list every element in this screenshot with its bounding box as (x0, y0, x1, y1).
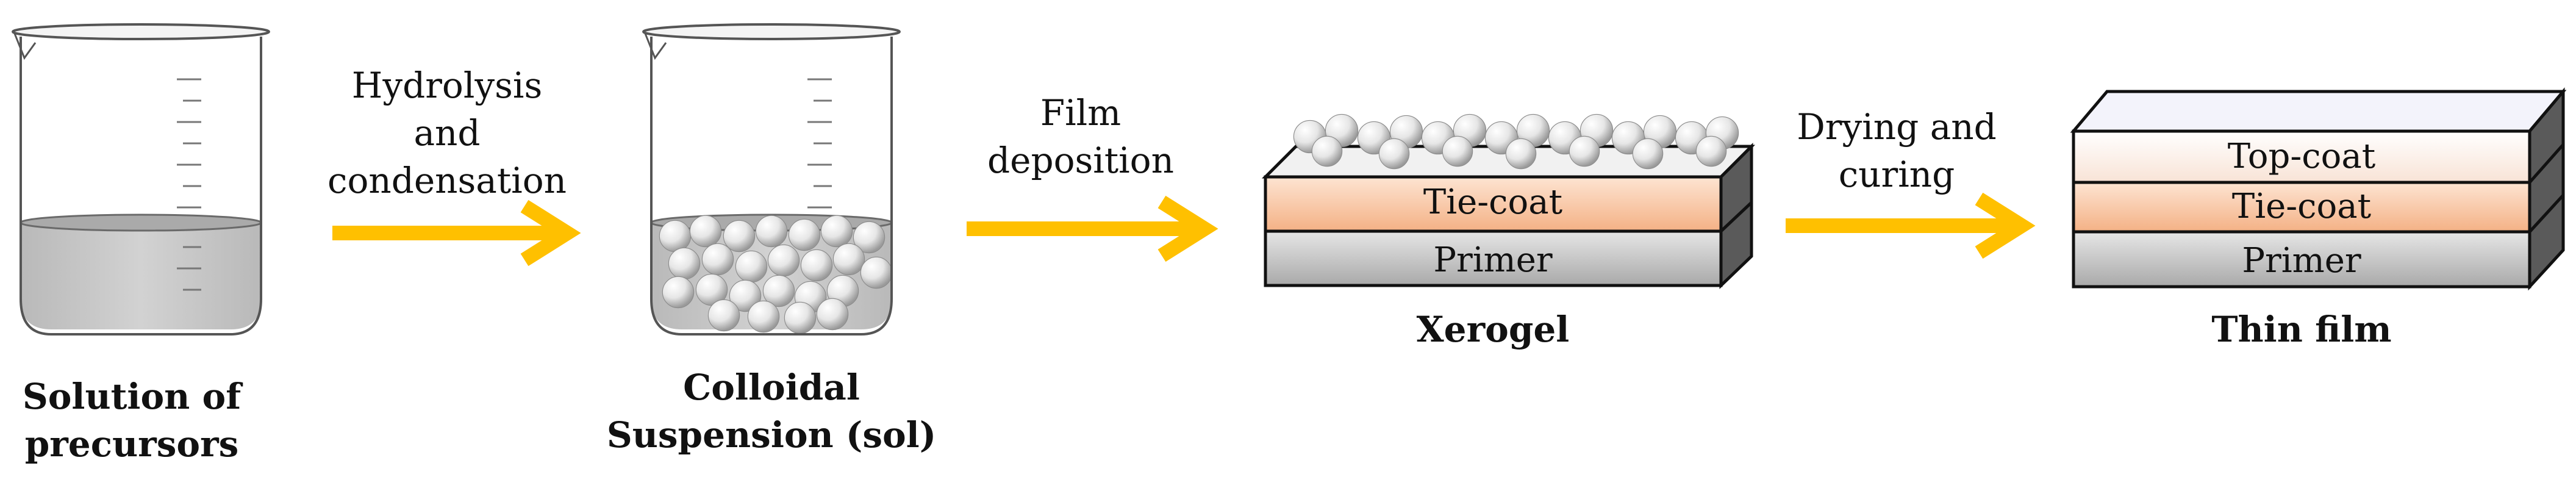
thin-film-block (2070, 87, 2567, 291)
arrow3-label-line1: Drying and (1797, 106, 1997, 148)
film-deposition-arrow (967, 195, 1218, 262)
arrow3-label-line2: curing (1839, 154, 1955, 195)
precursors-label-line1: Solution of (23, 376, 243, 417)
thin-film-primer-label: Primer (2242, 241, 2361, 281)
sol-label-line2: Suspension (sol) (607, 414, 936, 456)
arrow1-label-line1: Hydrolysis (352, 65, 543, 106)
xerogel-primer-label: Primer (1433, 240, 1553, 280)
arrow2-label-line1: Film (1040, 92, 1121, 134)
sol-beaker (642, 23, 901, 336)
thin-film-top-coat-label: Top-coat (2228, 137, 2376, 176)
sol-label-line1: Colloidal (683, 367, 860, 408)
precursors-label-line2: precursors (25, 423, 239, 465)
thin-film-tie-coat-label: Tie-coat (2232, 187, 2372, 226)
xerogel-label: Xerogel (1417, 309, 1570, 350)
arrow1-label-line3: condensation (327, 160, 567, 201)
hydrolysis-arrow (332, 199, 581, 267)
thin-film-label: Thin film (2211, 309, 2391, 350)
xerogel-block (1261, 113, 1756, 289)
drying-curing-arrow (1786, 192, 2036, 259)
precursor-beaker (12, 23, 270, 336)
xerogel-tie-coat-label: Tie-coat (1423, 182, 1563, 222)
arrow2-label-line2: deposition (987, 140, 1174, 181)
arrow1-label-line2: and (413, 112, 480, 154)
